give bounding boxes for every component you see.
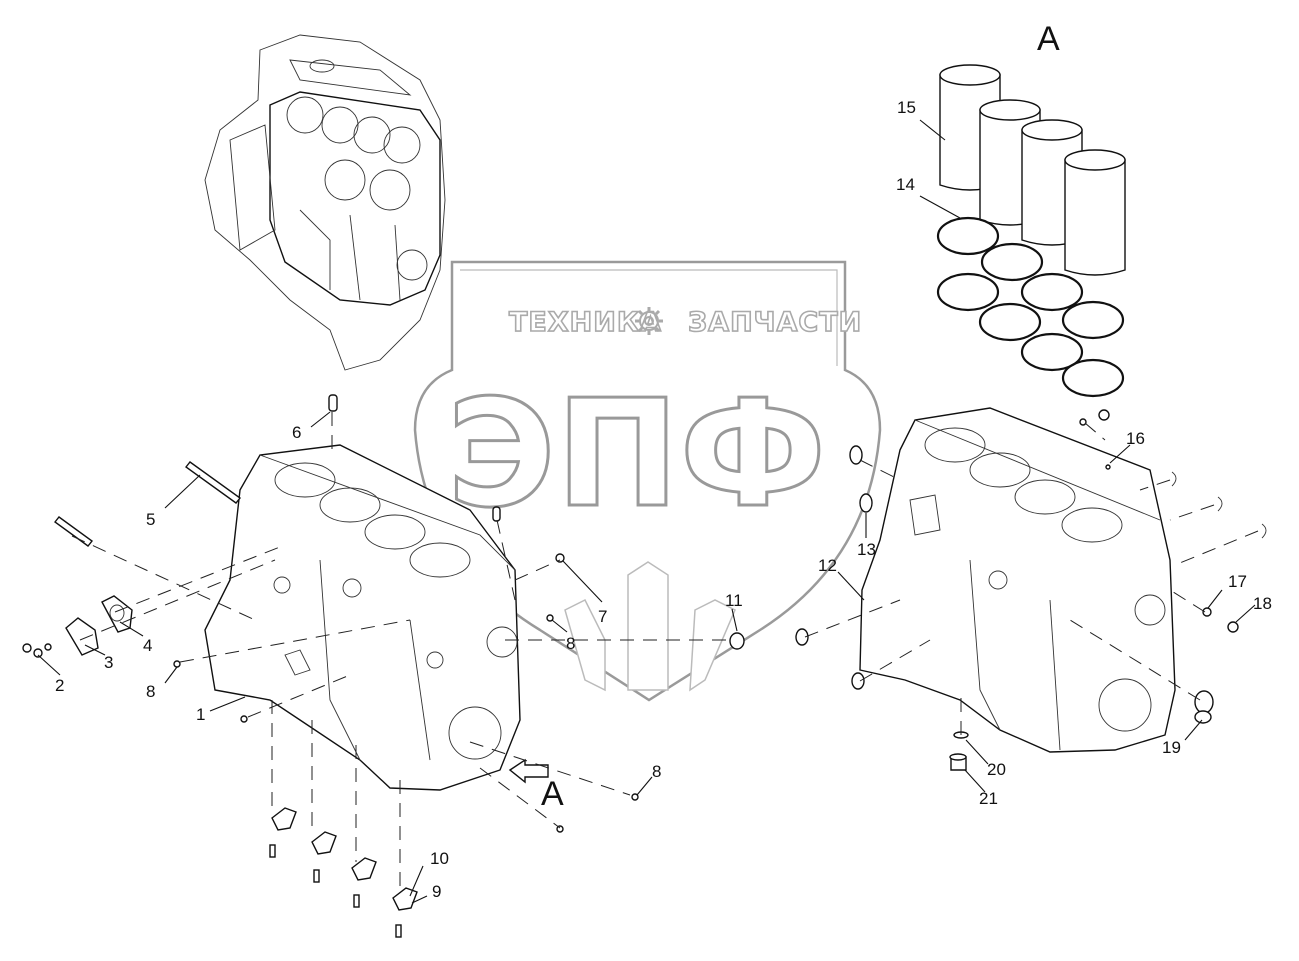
small-parts-left (22, 394, 745, 938)
view-arrow (508, 758, 549, 784)
callout-4: 4 (143, 636, 152, 655)
watermark-columns (564, 561, 736, 692)
callout-21: 21 (979, 789, 998, 808)
small-parts-right (795, 409, 1267, 771)
callout-12: 12 (818, 556, 837, 575)
gear-icon (635, 307, 663, 335)
callout-5: 5 (146, 510, 155, 529)
watermark-logo: ЭПФ (447, 368, 826, 540)
callout-3: 3 (104, 653, 113, 672)
callout-9: 9 (432, 882, 441, 901)
engine-overview-illustration (204, 34, 446, 371)
callout-labels: A A 1 2 3 4 5 6 7 8 8 8 9 10 11 12 13 14… (55, 20, 1272, 901)
callout-13: 13 (857, 540, 876, 559)
engine-block-left (204, 444, 521, 791)
o-ring (936, 216, 1000, 256)
callout-15: 15 (897, 98, 916, 117)
callout-8: 8 (566, 634, 575, 653)
view-label-top: A (1037, 20, 1060, 58)
view-label-arrow: A (541, 775, 564, 813)
cylinder-liner (1064, 149, 1126, 276)
cylinder-liner-set (939, 64, 1126, 276)
leader-lines (37, 119, 1256, 904)
callout-1: 1 (196, 705, 205, 724)
callout-17: 17 (1228, 572, 1247, 591)
callout-14: 14 (896, 175, 915, 194)
engine-block-right (859, 407, 1176, 753)
watermark: ТЕХНИКА ЗАПЧАСТИ ЭПФ (413, 260, 882, 702)
o-ring-set (936, 216, 1125, 398)
o-ring (1061, 358, 1125, 398)
o-ring (1061, 300, 1125, 340)
callout-20: 20 (987, 760, 1006, 779)
callout-7: 7 (598, 607, 607, 626)
assembly-lines (71, 412, 1259, 890)
callout-10: 10 (430, 849, 449, 868)
callout-11: 11 (725, 591, 743, 610)
o-ring (1020, 332, 1084, 372)
o-ring (936, 272, 1000, 312)
callout-6: 6 (292, 423, 301, 442)
o-ring (1020, 272, 1084, 312)
o-ring (980, 242, 1044, 282)
callout-8: 8 (146, 682, 155, 701)
callout-16: 16 (1126, 429, 1145, 448)
callout-8: 8 (652, 762, 661, 781)
o-ring (978, 302, 1042, 342)
callout-2: 2 (55, 676, 64, 695)
callout-18: 18 (1253, 594, 1272, 613)
callout-19: 19 (1162, 738, 1181, 757)
watermark-text-right: ЗАПЧАСТИ (688, 307, 862, 338)
